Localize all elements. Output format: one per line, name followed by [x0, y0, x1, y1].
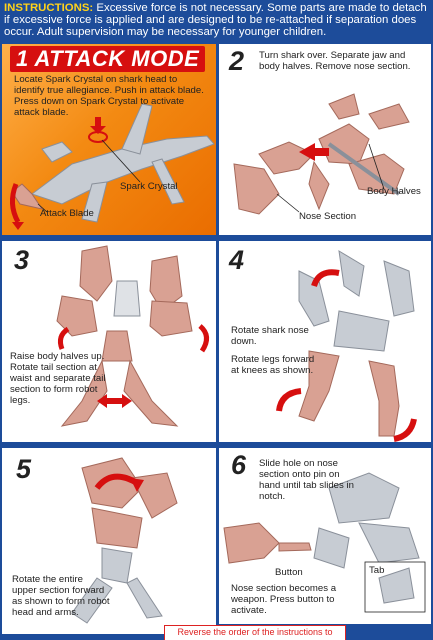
step-4-panel: 4 Rotate shark nose down. Rotate legs fo…	[219, 241, 431, 442]
step-5-text: Rotate the entire upper section forward …	[12, 574, 110, 618]
rotate-legs-illustration	[276, 250, 417, 442]
button-label: Button	[275, 567, 303, 578]
instructions-text: INSTRUCTIONS: Excessive force is not nec…	[4, 2, 429, 38]
step-3-panel: 3 Raise body halves up. Rotate tail sect…	[2, 241, 216, 442]
shark-attack-mode-illustration	[10, 103, 215, 230]
footer-note: Reverse the order of the instructions to	[164, 625, 346, 640]
step-2-text: Turn shark over. Separate jaw and body h…	[259, 50, 411, 72]
weapon-assembly-illustration	[223, 472, 426, 613]
step-2-panel: 2 Turn shark over. Separate jaw and body…	[219, 44, 431, 235]
step-1-text: Locate Spark Crystal on shark head to id…	[14, 74, 204, 118]
attack-mode-title: 1 ATTACK MODE	[10, 46, 206, 72]
body-halves-label: Body Halves	[367, 186, 421, 197]
step-6-text-2: Nose section becomes a weapon. Press but…	[231, 583, 337, 616]
step-5-panel: 5 Rotate the entire upper section forwar…	[2, 448, 216, 634]
tab-label: Tab	[369, 565, 385, 576]
attack-blade-label: Attack Blade	[40, 208, 94, 219]
rotate-upper-section-illustration	[71, 457, 178, 624]
shark-separation-illustration	[233, 93, 410, 215]
step-6-text-1: Slide hole on nose section onto pin on h…	[259, 458, 354, 502]
step-6-number: 6	[231, 450, 247, 480]
step-4-number: 4	[229, 245, 245, 275]
instructions-body: Excessive force is not necessary. Some p…	[4, 2, 427, 38]
step-2-number: 2	[229, 46, 245, 76]
step-6-panel: 6 Slide hole on nose section onto pin on…	[219, 448, 431, 624]
robot-legs-illustration	[56, 245, 209, 427]
step-5-number: 5	[16, 454, 32, 484]
spark-crystal-label: Spark Crystal	[120, 181, 178, 192]
nose-section-label: Nose Section	[299, 211, 357, 222]
step-3-number: 3	[14, 245, 30, 275]
step-4-text-1: Rotate shark nose down.	[231, 325, 309, 347]
instructions-label: INSTRUCTIONS:	[4, 2, 94, 14]
step-1-panel: 1 ATTACK MODE Locate Spark Crystal on sh…	[2, 44, 216, 235]
step-4-text-2: Rotate legs forward at knees as shown.	[231, 354, 315, 376]
step-3-text: Raise body halves up. Rotate tail sectio…	[10, 351, 106, 406]
